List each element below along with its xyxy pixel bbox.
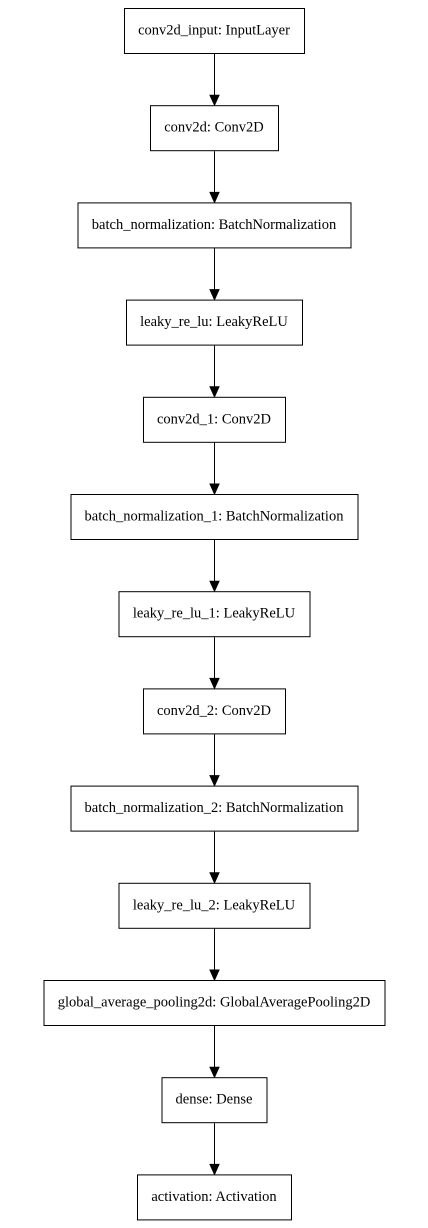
arrowhead-icon [209,1163,220,1176]
node-label: leaky_re_lu: LeakyReLU [140,314,288,330]
edge-batch-normalization-to-leaky-re-lu [209,248,220,301]
node-label: batch_normalization_2: BatchNormalizatio… [85,800,345,816]
arrowhead-icon [209,677,220,690]
node-box [70,494,359,540]
node-label: conv2d: Conv2D [164,120,263,136]
arrowhead-icon [209,969,220,982]
node-batch-normalization-2: batch_normalization_2: BatchNormalizatio… [70,785,359,832]
edge-dense-to-activation [209,1123,220,1176]
node-box [143,396,286,443]
edge-leaky-re-lu-1-to-conv2d-2 [209,637,220,690]
arrowhead-icon [209,1066,220,1079]
node-batch-normalization-1: batch_normalization_1: BatchNormalizatio… [70,494,359,540]
node-box [77,202,352,249]
node-leaky-re-lu-1: leaky_re_lu_1: LeakyReLU [118,591,311,638]
node-box [118,882,311,929]
arrowhead-icon [209,289,220,301]
node-box [161,1077,268,1124]
edges-layer [209,54,220,1176]
node-dense: dense: Dense [161,1077,268,1124]
node-label: conv2d_input: InputLayer [138,23,290,39]
node-leaky-re-lu-2: leaky_re_lu_2: LeakyReLU [118,882,311,929]
node-label: activation: Activation [151,1189,277,1205]
arrowhead-icon [209,872,220,885]
node-conv2d-input: conv2d_input: InputLayer [124,8,305,54]
node-global-average-pooling2d: global_average_pooling2d: GlobalAverageP… [43,980,386,1026]
node-batch-normalization: batch_normalization: BatchNormalization [77,202,352,249]
node-label: conv2d_1: Conv2D [157,411,271,427]
edge-leaky-re-lu-2-to-global-average-pooling2d [209,928,220,982]
node-box [126,299,303,346]
nodes-layer: conv2d_input: InputLayer conv2d: Conv2D ba… [43,8,386,1221]
node-label: dense: Dense [176,1092,253,1108]
arrowhead-icon [209,191,220,204]
node-label: conv2d_2: Conv2D [157,703,271,719]
node-label: batch_normalization: BatchNormalization [92,217,337,233]
edge-conv2d-to-batch-normalization [209,151,220,204]
edge-global-average-pooling2d-to-dense [209,1026,220,1079]
node-label: leaky_re_lu_2: LeakyReLU [133,897,296,913]
node-conv2d-1: conv2d_1: Conv2D [143,396,286,443]
edge-batch-normalization-1-to-leaky-re-lu-1 [209,540,220,593]
node-box [143,688,286,735]
node-label: leaky_re_lu_1: LeakyReLU [133,606,296,622]
node-conv2d-2: conv2d_2: Conv2D [143,688,286,735]
node-conv2d: conv2d: Conv2D [150,105,279,152]
arrowhead-icon [209,94,220,107]
node-box [43,980,386,1026]
arrowhead-icon [209,775,220,787]
arrowhead-icon [209,386,220,399]
node-leaky-re-lu: leaky_re_lu: LeakyReLU [126,299,303,346]
arrowhead-icon [209,483,220,496]
node-box [150,105,279,152]
node-activation: activation: Activation [137,1174,292,1221]
edge-conv2d-1-to-batch-normalization-1 [209,442,220,496]
edge-batch-normalization-2-to-leaky-re-lu-2 [209,831,220,885]
node-box [70,785,359,832]
node-label: global_average_pooling2d: GlobalAverageP… [58,995,371,1011]
edge-conv2d-input-to-conv2d [209,54,220,107]
arrowhead-icon [209,580,220,593]
node-box [137,1174,292,1221]
node-box [124,8,305,54]
edge-leaky-re-lu-to-conv2d-1 [209,345,220,399]
node-label: batch_normalization_1: BatchNormalizatio… [85,509,345,525]
edge-conv2d-2-to-batch-normalization-2 [209,734,220,787]
node-box [118,591,311,638]
